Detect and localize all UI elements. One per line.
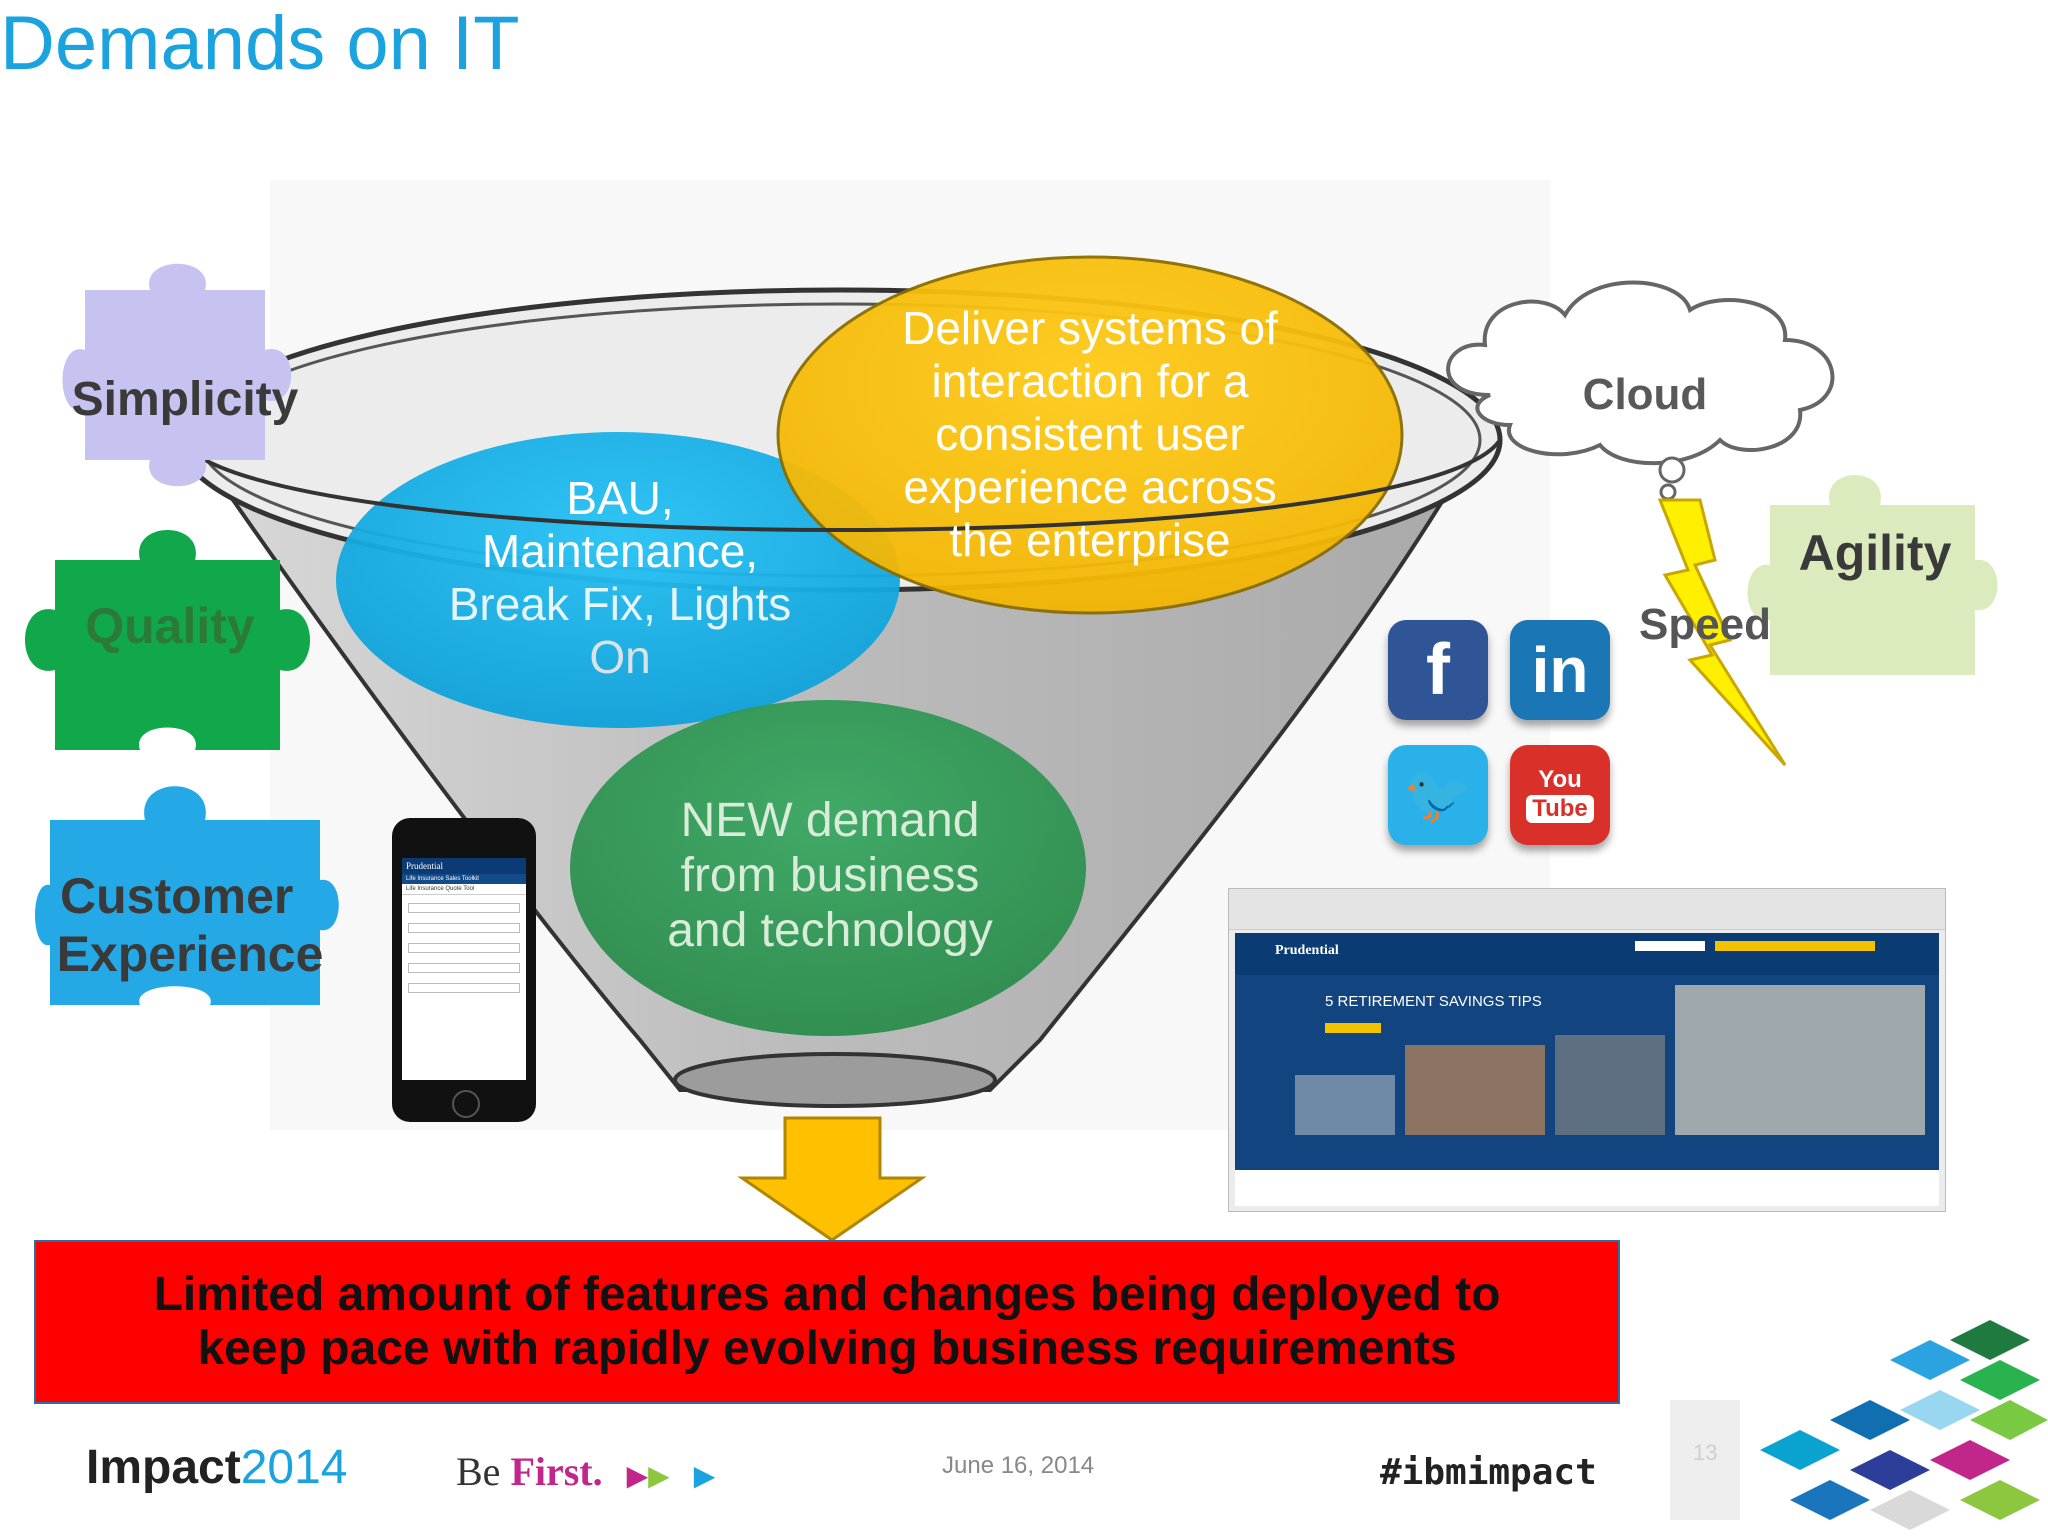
bau-line-4: On (589, 630, 651, 683)
deliver-line-1: Deliver systems of (902, 302, 1278, 354)
bau-oval (336, 432, 900, 728)
customer-experience-line2: Experience (56, 925, 324, 982)
twitter-glyph: 🐦 (1403, 763, 1473, 826)
linkedin-icon: in (1510, 620, 1610, 720)
bau-text: BAU, Maintenance, Break Fix, Lights On (380, 472, 860, 684)
hashtag: #ibmimpact (1380, 1452, 1597, 1493)
new-demand-line-1: NEW demand (680, 794, 980, 847)
impact-word: Impact (86, 1441, 241, 1494)
new-demand-oval (570, 700, 1086, 1036)
phone-mockup: Prudential Life Insurance Sales Toolkit … (392, 818, 536, 1122)
bau-line-3: Break Fix, Lights (448, 577, 792, 630)
banner-line-2: keep pace with rapidly evolving business… (197, 1322, 1457, 1375)
be-word: Be (456, 1449, 501, 1494)
facebook-icon: f (1388, 620, 1488, 720)
down-arrow (737, 1116, 927, 1242)
cloud-label: Cloud (1582, 370, 1708, 419)
browser-toolbar (1229, 889, 1945, 930)
customer-experience-line1: Customer (60, 868, 294, 924)
website-nav: Prudential (1235, 933, 1939, 975)
new-demand-line-3: and technology (667, 904, 993, 958)
phone-form-field-2 (408, 923, 520, 933)
website-search-box (1635, 941, 1705, 951)
phone-home-button (452, 1090, 480, 1118)
deliver-line-4: experience across (903, 460, 1277, 513)
customer-experience-label: Customer Experience (40, 868, 340, 983)
phone-form-field-3 (408, 943, 520, 953)
agility-label: Agility (1798, 525, 1952, 581)
be-first-arrows: ▶▶▶ (626, 1461, 716, 1492)
simplicity-label: Simplicity (71, 373, 299, 426)
deliver-text: Deliver systems of interaction for a con… (830, 302, 1350, 566)
quality-puzzle-piece (25, 530, 310, 750)
website-hero-photo-3 (1555, 1035, 1665, 1135)
slide-date: June 16, 2014 (942, 1452, 1095, 1479)
website-headline: 5 RETIREMENT SAVINGS TIPS (1325, 993, 1542, 1010)
speed-label: Speed (1638, 600, 1772, 649)
customer-experience-puzzle-piece (35, 786, 339, 1005)
website-screenshot: Prudential 5 RETIREMENT SAVINGS TIPS (1228, 888, 1946, 1212)
first-word: First. (510, 1449, 603, 1494)
deliver-line-5: the enterprise (949, 513, 1231, 566)
phone-form-field-4 (408, 963, 520, 973)
cloud-shape (1446, 280, 1835, 466)
phone-screen: Prudential Life Insurance Sales Toolkit … (402, 858, 526, 1080)
phone-brand: Prudential (406, 861, 443, 871)
new-demand-text: NEW demand from business and technology (600, 793, 1060, 959)
bau-line-1: BAU, (566, 472, 674, 524)
banner-text: Limited amount of features and changes b… (154, 1268, 1501, 1376)
deliver-line-3: consistent user (935, 407, 1245, 460)
decorative-squares (1670, 1320, 2048, 1530)
impact-year: 2014 (240, 1441, 348, 1494)
new-demand-line-2: from business (680, 849, 980, 903)
bau-line-2: Maintenance, (481, 524, 759, 577)
agility-puzzle-piece (1747, 475, 1998, 675)
conclusion-banner: Limited amount of features and changes b… (34, 1240, 1620, 1404)
cloud-bubble-large (1658, 456, 1686, 484)
phone-title: Life Insurance Sales Toolkit (402, 874, 526, 884)
phone-form-field-1 (408, 903, 520, 913)
phone-subtitle: Life Insurance Quote Tool (402, 884, 526, 895)
website-footer (1235, 1170, 1939, 1206)
linkedin-glyph: in (1531, 634, 1589, 706)
lightning-bolt (1657, 498, 1787, 767)
website-hero-photo-2 (1405, 1045, 1545, 1135)
youtube-glyph-2: Tube (1526, 794, 1594, 823)
youtube-icon: You Tube (1510, 745, 1610, 845)
simplicity-puzzle-piece (62, 263, 292, 487)
facebook-glyph: f (1426, 630, 1450, 710)
phone-header: Prudential (402, 858, 526, 874)
page-number: 13 (1693, 1440, 1718, 1465)
cloud-bubble-small (1659, 483, 1677, 501)
banner-line-1: Limited amount of features and changes b… (153, 1268, 1501, 1322)
quality-label: Quality (85, 598, 255, 654)
youtube-glyph-1: You (1538, 765, 1582, 793)
deliver-oval (776, 255, 1404, 615)
website-login-box (1715, 941, 1875, 951)
website-hero-photo-1 (1295, 1075, 1395, 1135)
funnel-spout (673, 1052, 997, 1108)
slide-title: Demands on IT (0, 1, 520, 86)
website-hero-button (1325, 1023, 1381, 1033)
impact-logo: Impact2014 (86, 1440, 348, 1495)
deliver-line-2: interaction for a (931, 354, 1249, 407)
twitter-icon: 🐦 (1388, 745, 1488, 845)
funnel-rim-front (178, 438, 1502, 532)
website-hero: 5 RETIREMENT SAVINGS TIPS (1235, 975, 1939, 1170)
be-first-logo: Be First. ▶▶▶ (456, 1448, 715, 1495)
website-brand: Prudential (1275, 943, 1339, 958)
phone-form-field-5 (408, 983, 520, 993)
website-hero-photo-4 (1675, 985, 1925, 1135)
